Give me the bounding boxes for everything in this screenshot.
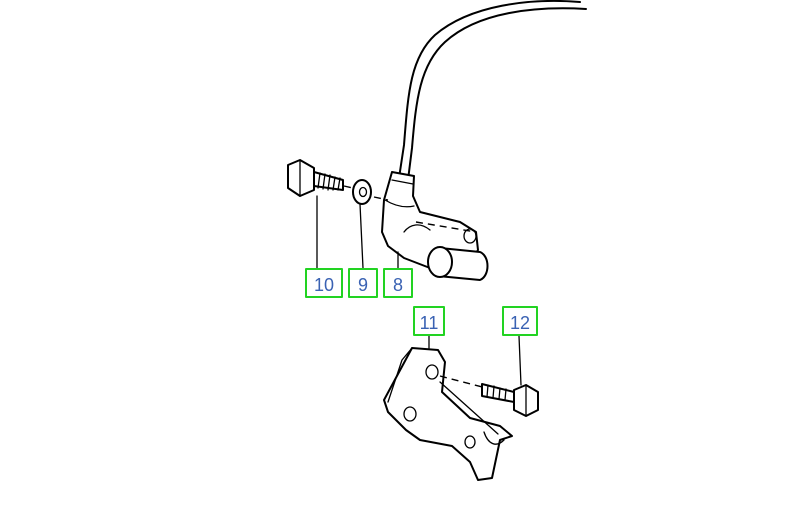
crankshaft-sensor (381, 171, 489, 281)
leader-lines (316, 195, 522, 386)
bolt-12 (481, 383, 539, 417)
callout-10: 10 (305, 268, 343, 298)
bolt-10 (287, 159, 354, 197)
sensor-cable (398, 0, 587, 181)
washer (352, 179, 389, 205)
callout-11: 11 (413, 306, 445, 336)
callout-12: 12 (502, 306, 538, 336)
callout-8: 8 (383, 268, 413, 298)
callout-9: 9 (348, 268, 378, 298)
mounting-bracket (383, 347, 513, 481)
